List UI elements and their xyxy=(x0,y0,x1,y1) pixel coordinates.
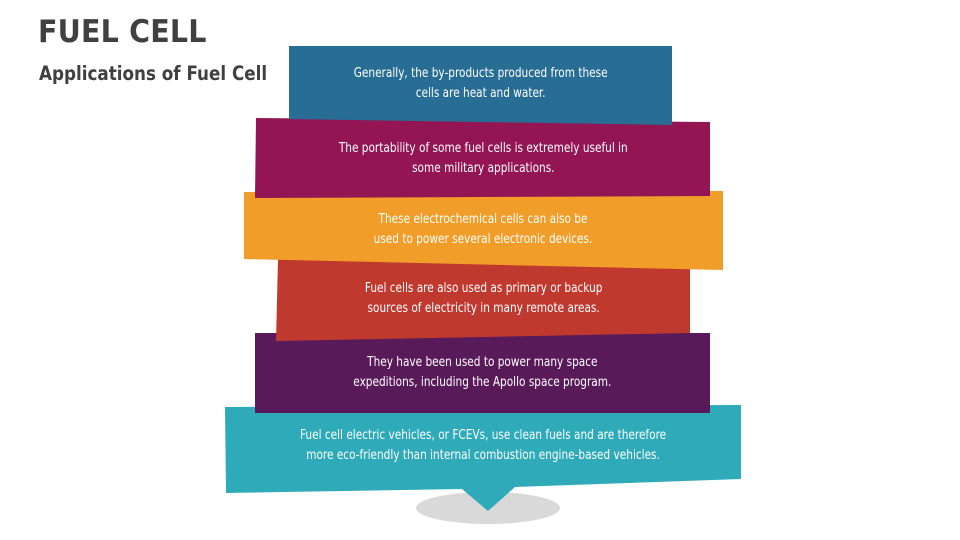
band-purple-line1: They have been used to power many space xyxy=(367,355,598,370)
slide-subtitle: Applications of Fuel Cell xyxy=(39,62,268,85)
band-blue-text: Generally, the by-products produced from… xyxy=(289,48,672,120)
band-blue-line1: Generally, the by-products produced from… xyxy=(353,66,608,81)
band-teal-text: Fuel cell electric vehicles, or FCEVs, u… xyxy=(225,406,741,486)
band-purple-line2: expeditions, including the Apollo space … xyxy=(353,375,612,390)
band-orange-text: These electrochemical cells can also be … xyxy=(244,192,723,268)
band-red-text: Fuel cells are also used as primary or b… xyxy=(277,260,690,338)
band-magenta-text: The portability of some fuel cells is ex… xyxy=(256,121,710,196)
band-blue-shape xyxy=(289,46,672,125)
band-orange-line2: used to power several electronic devices… xyxy=(374,232,593,247)
band-magenta-shape xyxy=(255,118,710,198)
band-red-shape xyxy=(276,259,690,341)
band-teal-line1: Fuel cell electric vehicles, or FCEVs, u… xyxy=(299,428,667,443)
band-purple-shape xyxy=(255,333,710,413)
band-teal-shape xyxy=(225,405,741,511)
slide-title: FUEL CELL xyxy=(38,14,207,50)
band-orange-line1: These electrochemical cells can also be xyxy=(379,212,588,227)
band-orange-shape xyxy=(244,191,723,270)
band-red-line2: sources of electricity in many remote ar… xyxy=(367,301,600,316)
band-teal-line2: more eco-friendly than internal combusti… xyxy=(306,448,660,463)
band-purple-text: They have been used to power many space … xyxy=(255,334,710,412)
band-magenta-line1: The portability of some fuel cells is ex… xyxy=(338,140,628,156)
band-magenta-line2: some military applications. xyxy=(411,160,555,176)
band-red-line1: Fuel cells are also used as primary or b… xyxy=(364,281,603,296)
band-blue-line2: cells are heat and water. xyxy=(415,86,546,101)
